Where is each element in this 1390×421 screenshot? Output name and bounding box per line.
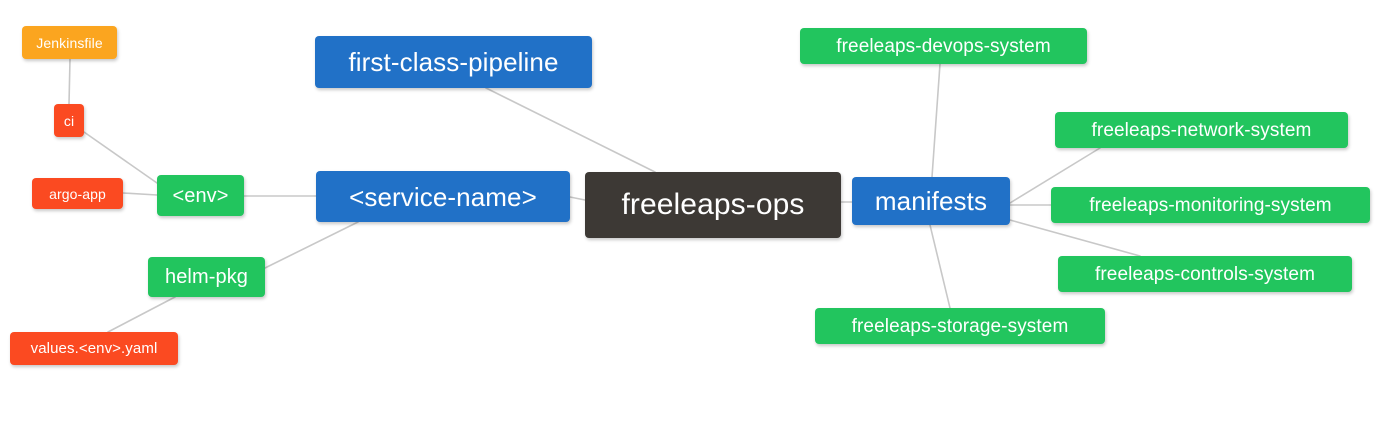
node-freeleaps-ops[interactable]: freeleaps-ops (585, 172, 841, 238)
node-freeleaps-devops-system[interactable]: freeleaps-devops-system (800, 28, 1087, 64)
node-freeleaps-storage-system[interactable]: freeleaps-storage-system (815, 308, 1105, 344)
node-label: freeleaps-network-system (1091, 119, 1312, 141)
node-jenkinsfile[interactable]: Jenkinsfile (22, 26, 117, 59)
edge-first-class-pipeline-to-freeleaps-ops (485, 87, 656, 173)
edge-argo-app-to-env (122, 192, 158, 196)
node-freeleaps-controls-system[interactable]: freeleaps-controls-system (1058, 256, 1352, 292)
node-ci[interactable]: ci (54, 104, 84, 137)
node-label: freeleaps-controls-system (1094, 263, 1316, 285)
node-label: freeleaps-ops (621, 188, 805, 221)
node-freeleaps-monitoring-system[interactable]: freeleaps-monitoring-system (1051, 187, 1370, 223)
edge-manifests-to-freeleaps-controls-system (1009, 219, 1141, 257)
edge-manifests-to-freeleaps-storage-system (929, 224, 951, 309)
node-argo-app[interactable]: argo-app (32, 178, 123, 209)
edge-service-name-to-helm-pkg (264, 221, 359, 269)
node-label: helm-pkg (164, 266, 249, 288)
node-label: values.<env>.yaml (30, 340, 158, 357)
node-manifests[interactable]: manifests (852, 177, 1010, 225)
node-label: Jenkinsfile (36, 34, 103, 51)
node-env[interactable]: <env> (157, 175, 244, 216)
node-label: first-class-pipeline (348, 47, 559, 77)
node-helm-pkg[interactable]: helm-pkg (148, 257, 265, 297)
node-label: <service-name> (349, 181, 537, 212)
edge-manifests-to-freeleaps-devops-system (931, 63, 941, 178)
node-label: freeleaps-storage-system (851, 315, 1069, 337)
node-label: manifests (874, 186, 988, 216)
node-label: freeleaps-devops-system (836, 35, 1051, 57)
edge-jenkinsfile-to-ci (68, 58, 71, 105)
node-label: ci (63, 112, 75, 129)
node-label: argo-app (49, 185, 106, 202)
node-freeleaps-network-system[interactable]: freeleaps-network-system (1055, 112, 1348, 148)
node-values-env-yaml[interactable]: values.<env>.yaml (10, 332, 178, 365)
node-label: freeleaps-monitoring-system (1089, 194, 1332, 216)
edge-service-name-to-freeleaps-ops (569, 196, 586, 201)
edge-ci-to-env (83, 131, 158, 184)
node-label: <env> (172, 184, 229, 207)
node-first-class-pipeline[interactable]: first-class-pipeline (315, 36, 592, 88)
edge-helm-pkg-to-values-env-yaml (107, 296, 176, 333)
node-service-name[interactable]: <service-name> (316, 171, 570, 222)
